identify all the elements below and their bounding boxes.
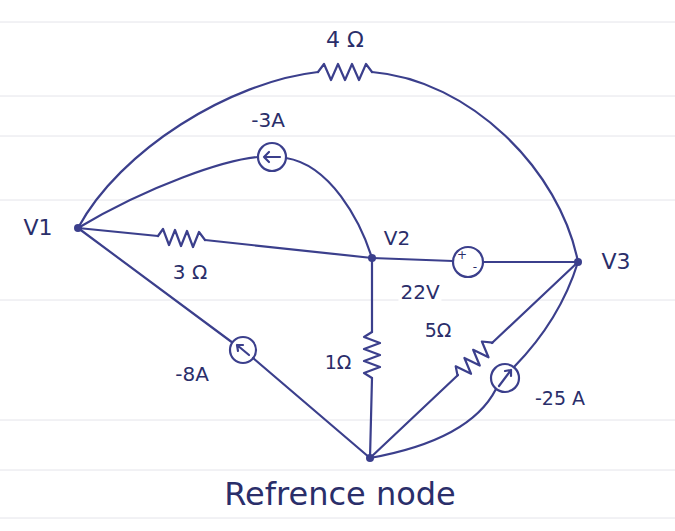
source-value: -25 A: [533, 388, 587, 409]
wire: [78, 157, 258, 228]
node-dot: [74, 224, 82, 232]
resistor-symbol: [158, 229, 205, 247]
resistor-value: 1Ω: [323, 352, 354, 373]
wire: [492, 262, 578, 343]
node-voltage: V2: [382, 227, 412, 249]
current-source: [230, 337, 256, 363]
wire: [78, 228, 158, 236]
wire: [370, 375, 458, 458]
node-dot: [368, 254, 376, 262]
wire: [371, 258, 373, 332]
current-source: [258, 143, 286, 171]
wire: [78, 228, 233, 343]
source-arrow: [237, 345, 249, 355]
node-voltage: V1: [21, 216, 54, 240]
node-dot: [574, 258, 582, 266]
wire: [370, 378, 372, 458]
current-source: [491, 364, 519, 392]
source-arrow: [499, 370, 511, 386]
wire: [286, 158, 372, 258]
resistor-symbol: [364, 332, 380, 378]
paper-lines: [0, 22, 675, 518]
wire: [372, 72, 578, 262]
resistor-value: 5Ω: [423, 320, 454, 341]
wire: [205, 240, 372, 258]
wire: [372, 258, 453, 261]
source-value: 22V: [398, 281, 441, 303]
polarity-sign: +: [457, 249, 467, 262]
reference-label: Refrence node: [222, 477, 457, 512]
node-voltage: V3: [599, 250, 632, 274]
source-arrow: [264, 152, 280, 162]
resistor-symbol: [318, 64, 372, 80]
node-dot: [366, 454, 374, 462]
wire: [483, 261, 578, 263]
source-value: -8A: [173, 363, 211, 385]
wire: [370, 389, 496, 458]
polarity-sign: -: [473, 261, 477, 274]
resistor-value: 4 Ω: [324, 28, 366, 52]
wire: [78, 72, 318, 228]
wire: [253, 358, 370, 458]
resistor-value: 3 Ω: [171, 261, 209, 283]
wire: [514, 262, 578, 367]
voltage-source: [453, 247, 483, 277]
source-value: -3A: [249, 109, 287, 131]
